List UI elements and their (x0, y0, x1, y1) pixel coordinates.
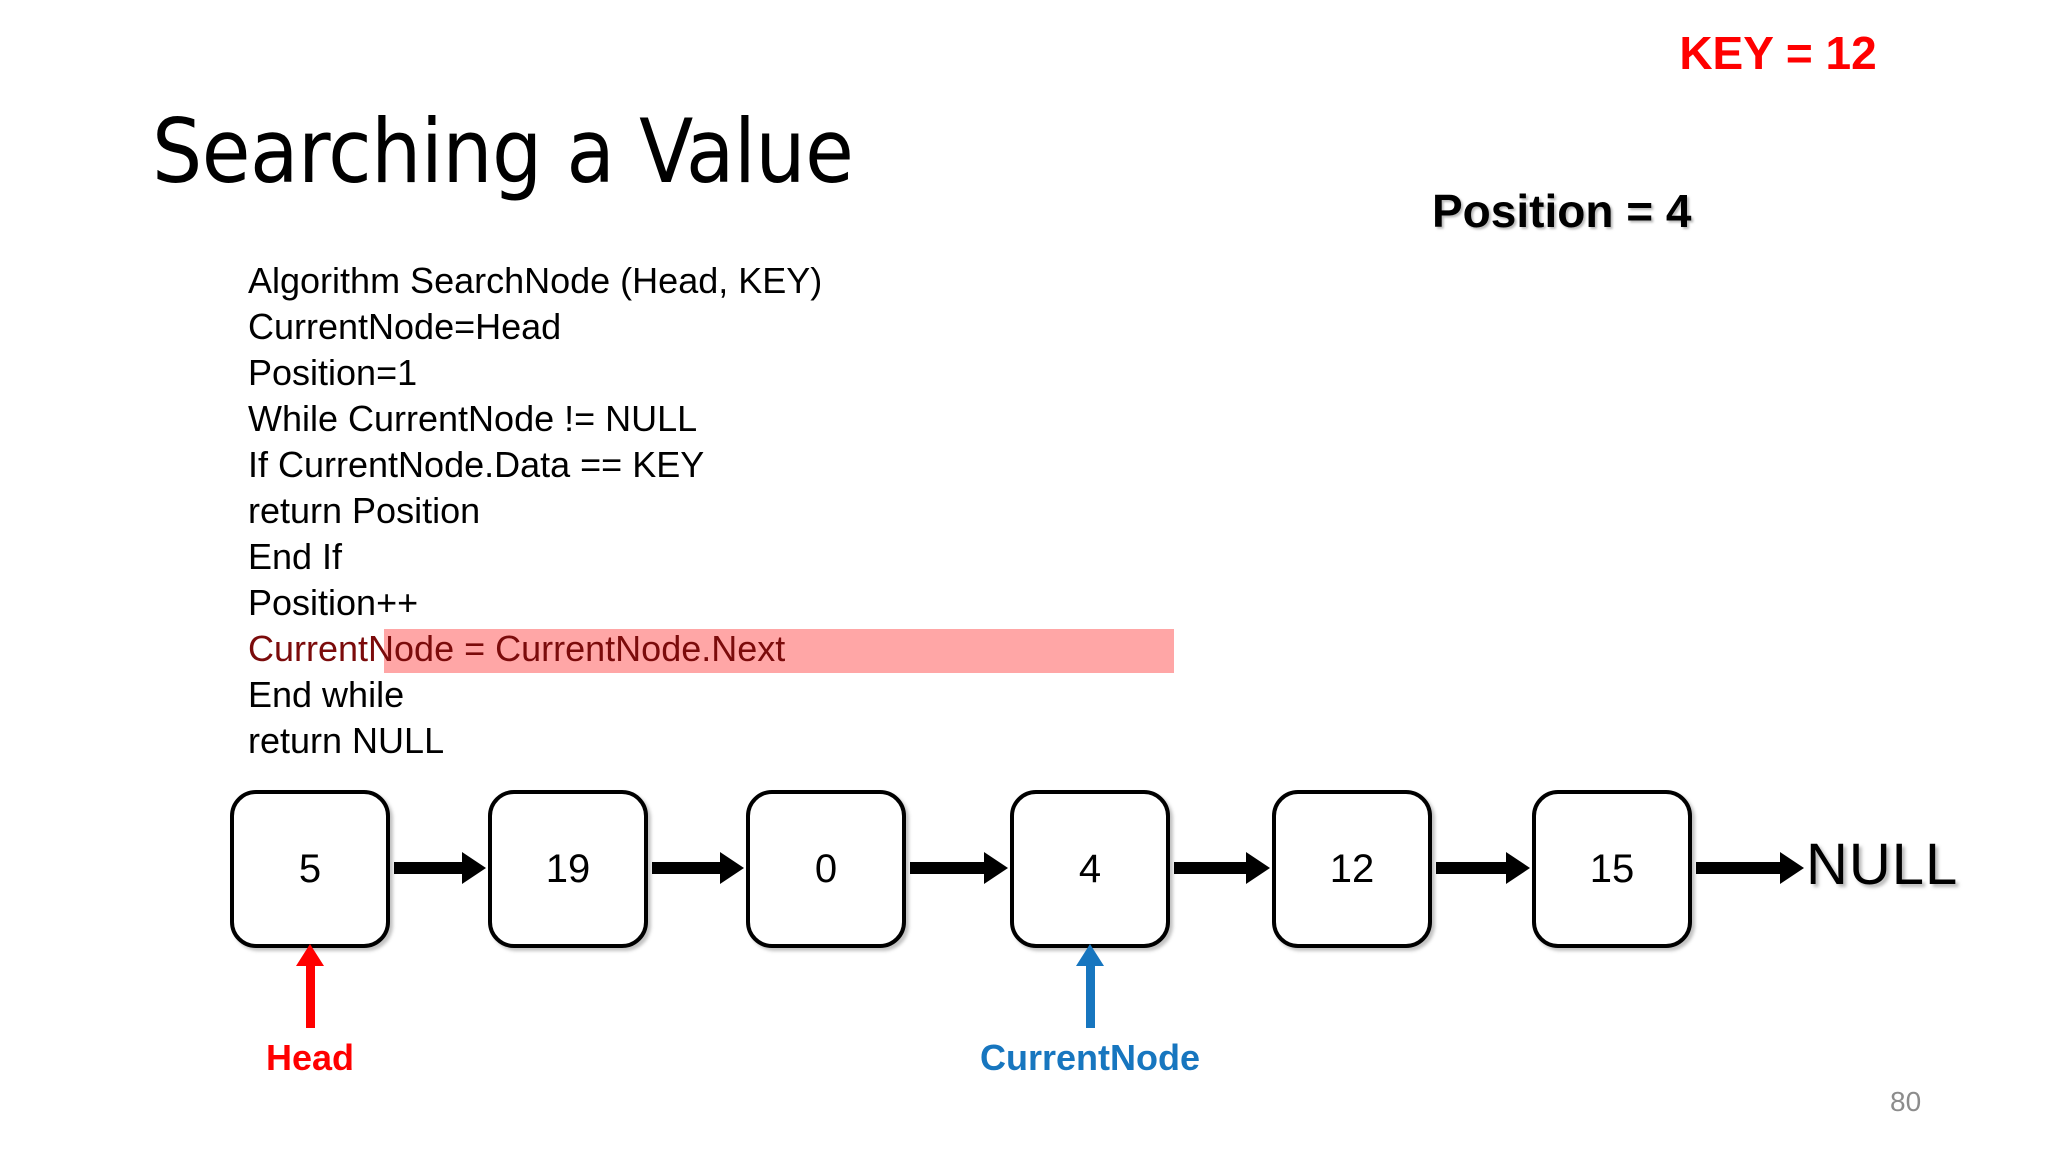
head-pointer-arrowhead-icon (296, 944, 324, 966)
code-line-text: Position=1 (248, 352, 418, 393)
null-terminator-label: NULL (1806, 832, 1959, 897)
next-pointer-arrow-icon (652, 852, 744, 884)
node-value: 12 (1329, 846, 1375, 891)
node-value: 5 (298, 846, 322, 891)
list-node: 5 (230, 790, 390, 948)
code-line-text: return NULL (248, 720, 445, 761)
node-value: 15 (1589, 846, 1635, 891)
code-line-text: Position++ (248, 582, 419, 623)
next-pointer-arrow-icon (1436, 852, 1530, 884)
code-line: End while (246, 672, 1346, 718)
code-line-text: CurrentNode = CurrentNode.Next (248, 628, 786, 669)
code-line: return NULL (246, 718, 1346, 764)
code-line: End If (246, 534, 1346, 580)
code-line-text: If CurrentNode.Data == KEY (248, 444, 705, 485)
head-pointer-label: Head (265, 1037, 355, 1078)
code-line: Position=1 (246, 350, 1346, 396)
next-pointer-arrow-icon (394, 852, 486, 884)
code-line-text: End while (248, 674, 405, 715)
currentnode-pointer-arrowhead-icon (1076, 944, 1104, 966)
code-line: If CurrentNode.Data == KEY (246, 442, 1346, 488)
head-pointer-arrow-icon (306, 960, 315, 1028)
currentnode-pointer-label: CurrentNode (979, 1037, 1201, 1078)
code-line: While CurrentNode != NULL (246, 396, 1346, 442)
list-node: 12 (1272, 790, 1432, 948)
currentnode-pointer-arrow-icon (1086, 960, 1095, 1028)
slide-page-number: 80 (1890, 1086, 1922, 1117)
code-line-text: return Position (248, 490, 481, 531)
list-node: 19 (488, 790, 648, 948)
next-pointer-arrow-icon (910, 852, 1008, 884)
code-line-highlight-background (384, 629, 1174, 673)
code-line-text: Algorithm SearchNode (Head, KEY) (248, 260, 823, 301)
code-line-text: End If (248, 536, 343, 577)
code-line: Position++ (246, 580, 1346, 626)
list-node: 15 (1532, 790, 1692, 948)
node-value: 19 (545, 846, 591, 891)
code-line-text: While CurrentNode != NULL (248, 398, 698, 439)
list-node: 0 (746, 790, 906, 948)
code-line: Algorithm SearchNode (Head, KEY) (246, 258, 1346, 304)
page-title: Searching a Value (152, 100, 854, 203)
null-pointer-arrow-icon (1696, 852, 1804, 884)
node-value: 0 (814, 846, 838, 891)
list-node: 4 (1010, 790, 1170, 948)
next-pointer-arrow-icon (1174, 852, 1270, 884)
position-value-label: Position = 4 (1432, 185, 1692, 237)
code-line: return Position (246, 488, 1346, 534)
code-line-highlighted: CurrentNode = CurrentNode.Next (246, 626, 1346, 673)
code-line-text: CurrentNode=Head (248, 306, 562, 347)
code-line: CurrentNode=Head (246, 304, 1346, 350)
node-value: 4 (1078, 846, 1102, 891)
algorithm-pseudocode-block: Algorithm SearchNode (Head, KEY) CurrentN… (246, 258, 1346, 764)
key-value-label: KEY = 12 (1679, 27, 1877, 79)
